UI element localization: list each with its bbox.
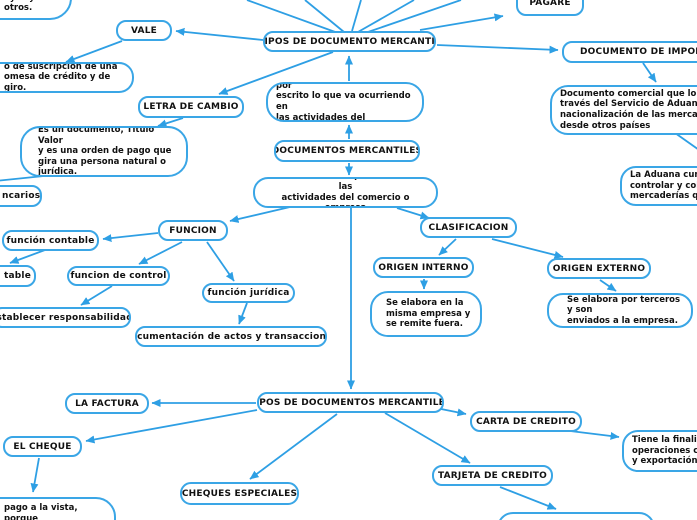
node-origen-externo[interactable]: ORIGEN EXTERNO (547, 258, 651, 279)
node-label: LA FACTURA (75, 398, 139, 409)
edge-contable-to-table (9, 249, 46, 264)
node-clasificacion[interactable]: CLASIFICACION (420, 217, 517, 238)
node-label: Documento comercial que lo em través del… (560, 88, 697, 131)
node-ncarios-fragment[interactable]: ncarios (0, 185, 42, 207)
node-letra-de-cambio[interactable]: LETRA DE CAMBIO (138, 96, 244, 118)
node-label: pago a la vista, porque s inmediato con … (4, 503, 78, 520)
node-label: establecer responsabilidad (0, 312, 131, 323)
node-label: DOCUMENTO DE IMPORTACION (580, 47, 697, 57)
node-funcion-juridica[interactable]: función jurídica (202, 283, 295, 303)
edge-fan-3 (351, 0, 362, 32)
edge-tipos2-to-chespeciales (249, 413, 338, 480)
node-documentacion-actos[interactable]: documentación de actos y transacciones (135, 326, 327, 347)
edge-cheque-to-desc (30, 457, 40, 493)
node-label: EL CHEQUE (13, 441, 72, 452)
node-pago-a-la-vista-fragment[interactable]: pago a la vista, porque s inmediato con … (0, 497, 116, 520)
node-funcion-de-control[interactable]: funcion de control (67, 266, 170, 286)
node-label: FUNCION (169, 225, 217, 236)
node-tipos-de-documento-mercantil[interactable]: TIPOS DE DOCUMENTO MERCANTIL (263, 31, 436, 52)
node-label: CHEQUES ESPECIALES (181, 488, 298, 499)
node-label: TIPOS DE DOCUMENTO MERCANTIL (263, 36, 436, 47)
node-fuente-de-control[interactable]: Fuente de control para constatar las act… (253, 177, 438, 208)
edge-funcion-to-control (138, 241, 183, 265)
edge-clasif-to-externo (491, 238, 564, 259)
edge-fan-5 (364, 0, 462, 34)
edge-tipos2-to-tarjeta (384, 412, 471, 464)
edge-letra-to-desc (157, 117, 184, 128)
node-tipos-de-documentos-mercantiles[interactable]: TIPOS DE DOCUMENTOS MERCANTILES (257, 392, 444, 413)
edge-tipos1-to-importacion (436, 44, 559, 54)
node-label: funcion de control (70, 271, 167, 281)
edge-funcion-to-contable (102, 232, 159, 243)
node-label: Es un documento, Título Valor y es una o… (38, 126, 172, 177)
edge-funcion-to-juridica (206, 241, 235, 282)
edge-importacion-to-desc (642, 62, 657, 83)
edge-fan-4 (357, 0, 415, 33)
node-se-elabora-interna[interactable]: Se elabora en la misma empresa y se remi… (370, 291, 482, 337)
node-cheques-especiales[interactable]: CHEQUES ESPECIALES (180, 482, 299, 505)
node-la-aduana-fragment[interactable]: La Aduana cum controlar y cob mercadería… (620, 166, 697, 206)
node-label: CARTA DE CREDITO (476, 416, 576, 427)
node-la-factura[interactable]: LA FACTURA (65, 393, 149, 414)
node-funcion[interactable]: FUNCION (158, 220, 228, 241)
node-label: TARJETA DE CREDITO (437, 470, 548, 481)
node-table-fragment[interactable]: table (0, 265, 36, 287)
node-label: ncarios (2, 191, 41, 201)
edge-control-to-establecer (80, 285, 113, 306)
edge-externo-to-desc (599, 279, 617, 292)
node-funcion-contable[interactable]: función contable (2, 230, 99, 251)
node-se-elabora-terceros[interactable]: Se elabora por terceros y son enviados a… (547, 293, 693, 328)
node-label: VALE (130, 25, 157, 36)
node-label: Fuente de control para constatar las act… (266, 179, 424, 206)
node-label: Se elabora por terceros y son enviados a… (567, 294, 681, 326)
edge-tipos1-to-letra (218, 51, 334, 95)
edge-fan-2 (304, 0, 345, 33)
node-establecer-responsabilidad[interactable]: establecer responsabilidad (0, 307, 131, 328)
node-suscripcion-fragment[interactable]: o de suscripción de una omesa de crédito… (0, 62, 134, 93)
edge-fuente-to-funcion (229, 206, 291, 223)
node-documentos-mercantiles[interactable]: DOCUMENTOS MERCANTILES (274, 140, 420, 162)
node-label: La Aduana cum controlar y cob mercadería… (630, 170, 697, 202)
node-vale[interactable]: VALE (116, 20, 172, 41)
node-label: función jurídica (207, 288, 290, 298)
node-pagare[interactable]: PAGARE (516, 0, 584, 16)
node-label: LETRA DE CAMBIO (143, 102, 239, 112)
node-label: TIPOS DE DOCUMENTOS MERCANTILES (257, 397, 444, 408)
edge-tipos1-to-pagare (419, 13, 504, 31)
edge-fan-1 (246, 0, 339, 34)
node-label: ORIGEN EXTERNO (552, 263, 646, 274)
node-label: Tiene la finalid operaciones co y export… (632, 435, 697, 467)
node-tarjeta-de-credito[interactable]: TARJETA DE CREDITO (432, 465, 553, 486)
edge-fuente-to-clasificacion (396, 207, 430, 220)
node-label: Se elabora en la misma empresa y se remi… (386, 298, 471, 330)
node-el-cheque[interactable]: EL CHEQUE (3, 436, 82, 457)
node-es-un-documento-titulo-valor[interactable]: Es un documento, Título Valor y es una o… (20, 126, 188, 177)
edge-vale-to-suscripcion (65, 40, 123, 63)
node-carta-de-credito[interactable]: CARTA DE CREDITO (470, 411, 582, 432)
edge-juridica-to-documentacion (238, 302, 248, 325)
node-label: ido, dinero, oyas y otros. (4, 0, 35, 14)
node-label: DOCUMENTOS MERCANTILES (274, 146, 420, 156)
node-label: table (4, 271, 32, 281)
node-tiene-finalidad-fragment[interactable]: Tiene la finalid operaciones co y export… (622, 430, 697, 472)
node-documento-de-importacion[interactable]: DOCUMENTO DE IMPORTACION (562, 41, 697, 63)
node-label: CLASIFICACION (428, 222, 509, 233)
edge-clasif-to-interno (438, 238, 457, 256)
node-label: documentación de actos y transacciones (137, 331, 327, 342)
node-bottom-right-empty[interactable] (497, 512, 655, 520)
node-origen-interno[interactable]: ORIGEN INTERNO (373, 257, 474, 278)
edge-tipos2-to-cheque (85, 409, 258, 444)
node-label: Son el medio para mostrar por escrito lo… (276, 82, 411, 122)
edge-tarjeta-to-desc (499, 486, 557, 510)
node-label: o de suscripción de una omesa de crédito… (4, 62, 118, 93)
edge-tipos1-to-vale (175, 27, 264, 41)
node-son-el-medio[interactable]: Son el medio para mostrar por escrito lo… (266, 82, 424, 122)
node-label: función contable (6, 235, 95, 246)
node-label: ORIGEN INTERNO (378, 262, 469, 273)
node-documento-comercial-aduanas[interactable]: Documento comercial que lo em través del… (550, 85, 697, 135)
node-label: PAGARE (529, 0, 571, 8)
